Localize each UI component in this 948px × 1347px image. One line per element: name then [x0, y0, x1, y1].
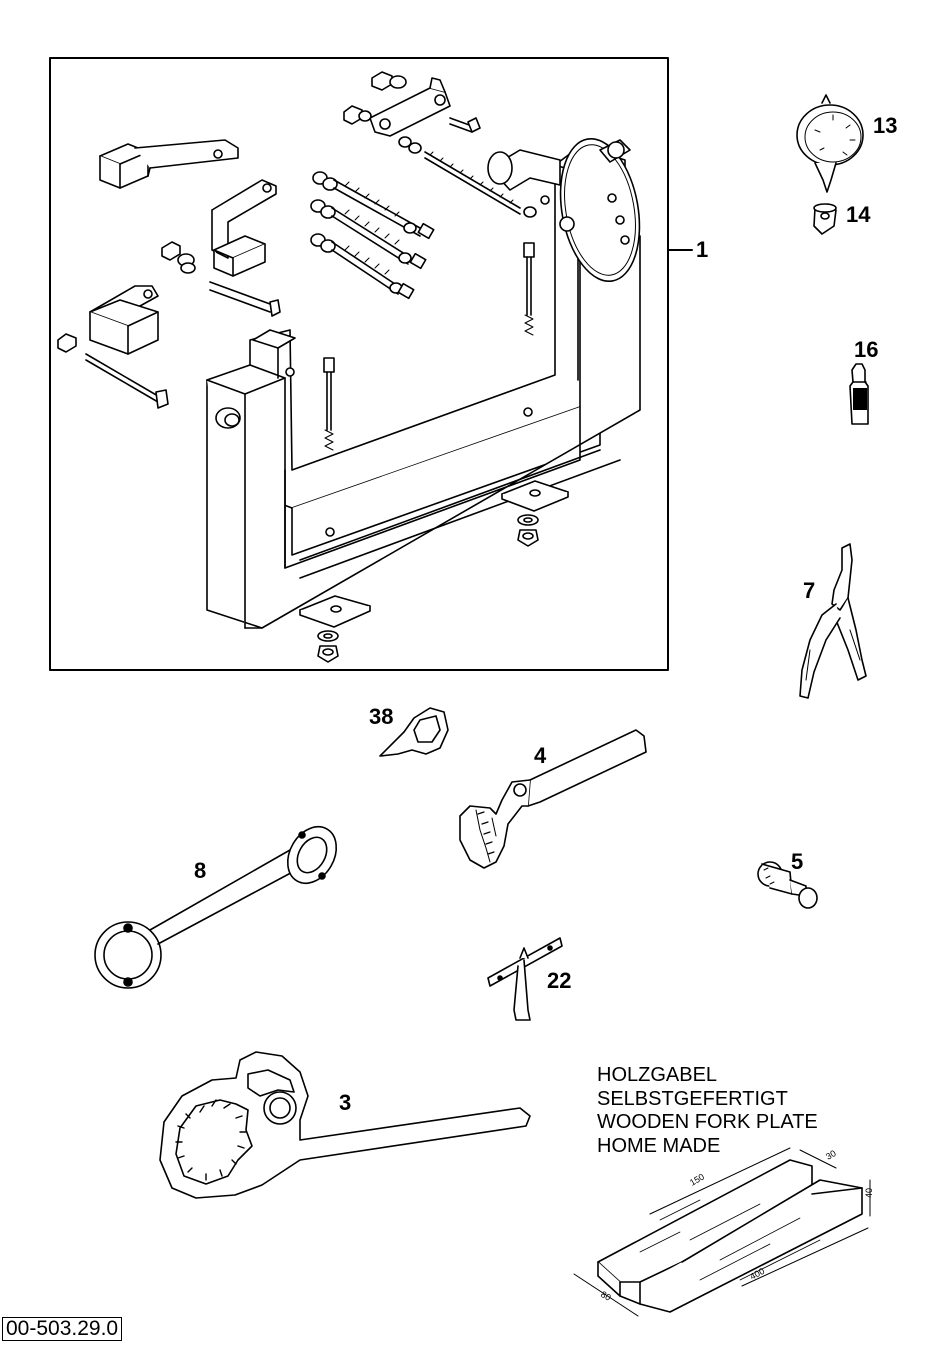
callout-5: 5: [791, 849, 804, 874]
note-line-home-made: HOME MADE: [597, 1134, 721, 1157]
callout-13: 13: [873, 113, 898, 138]
note-line-selbstgefertigt: SELBSTGEFERTIGT: [597, 1087, 788, 1110]
dim-30: 30: [824, 1148, 838, 1162]
document-number: 00-503.29.0: [2, 1317, 123, 1341]
wooden-fork-plate: [573, 1147, 871, 1317]
bolt-set: [57, 71, 537, 409]
adhesive-bottle: [849, 363, 869, 425]
dial-gauge: [796, 94, 864, 193]
dim-150: 150: [688, 1172, 706, 1188]
callout-38: 38: [369, 704, 394, 729]
callout-1: 1: [696, 237, 709, 262]
t-bracket-tool: [487, 937, 563, 1021]
wooden-fork-plate-note: HOLZGABEL SELBSTGEFERTIGT WOODEN FORK PL…: [597, 1064, 818, 1158]
fork-stand-assembly: [206, 137, 641, 629]
hex-key-tool: [379, 707, 449, 757]
circlip-pliers: [799, 543, 867, 699]
callout-8: 8: [194, 858, 207, 883]
note-line-wooden-fork-plate: WOODEN FORK PLATE: [597, 1111, 818, 1133]
callout-3: 3: [339, 1090, 352, 1115]
base-plate-feet: [299, 480, 569, 663]
callout-22: 22: [547, 968, 572, 993]
callout-16: 16: [854, 337, 879, 362]
callout-7: 7: [803, 578, 816, 603]
dim-40: 40: [864, 1188, 874, 1198]
dial-gauge-adapter: [813, 203, 837, 235]
long-bolts: [323, 242, 535, 451]
bearing-puller: [757, 861, 818, 909]
dim-80: 80: [599, 1289, 613, 1303]
note-line-holzgabel: HOLZGABEL: [597, 1064, 718, 1086]
item-1-frame: [49, 57, 669, 671]
callout-14: 14: [846, 202, 871, 227]
clutch-holder-tool: [159, 1051, 531, 1199]
hook-wrench: [459, 729, 647, 869]
callout-4: 4: [534, 743, 547, 768]
fork-clamp-arms: [89, 139, 277, 355]
pin-wrench: [94, 825, 338, 989]
